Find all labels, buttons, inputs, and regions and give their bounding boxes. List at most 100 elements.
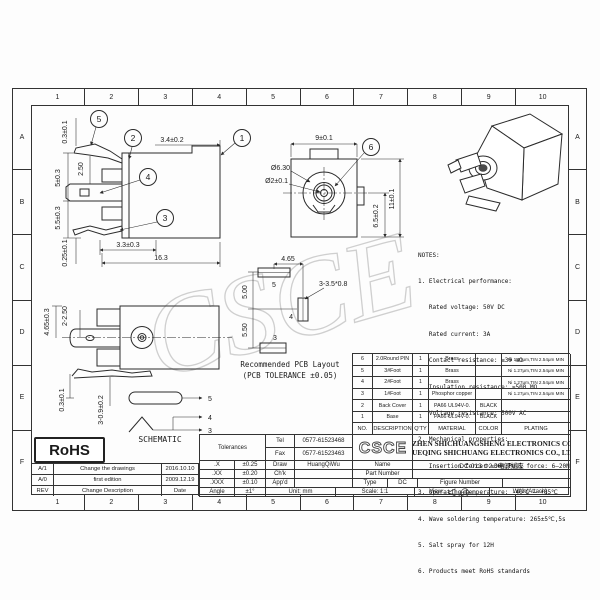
dim-side-flange: 0.3±0.1	[62, 120, 69, 143]
grid-col-label: 2	[83, 495, 138, 510]
pcb-dim-y1: 5.00	[242, 285, 249, 299]
pcb-layout-drawing: 4.65 5.00 5.50 3-3.5*0.8 5 4 3 Recommend…	[240, 256, 347, 380]
weight-label: Wt'1:(Attach)	[490, 488, 571, 497]
rohs-badge: RoHS	[34, 437, 105, 463]
part-number-value	[413, 470, 571, 479]
parts-cell: 2.0Round PIN	[373, 354, 413, 366]
parts-cell: 4	[353, 377, 373, 389]
parts-cell: 1	[413, 388, 429, 401]
svg-text:1: 1	[240, 133, 245, 143]
company-name: SHENZHEN SHICHUANGSHENG ELECTRONICS CO.,…	[413, 435, 571, 461]
schematic-title: SCHEMATIC	[138, 435, 182, 444]
grid-row-label: C	[569, 234, 586, 299]
angle-label: Angle	[200, 488, 235, 497]
tel-value: 0577-61523468	[295, 435, 353, 448]
dim-side-pin-offset: 2.50	[78, 162, 85, 176]
tol-x-value: ±0.25	[235, 461, 266, 470]
grid-col-label: 5	[245, 495, 300, 510]
dim-front-height: 11±0.1	[389, 188, 396, 209]
note-line: 2. Mechanical properties:	[418, 436, 509, 444]
parts-cell	[476, 388, 502, 401]
note-line: 4. Wave soldering temperature: 265±5℃,5s	[418, 515, 566, 523]
dim-side-bottom-offset: 0.25±0.1	[62, 239, 69, 266]
part-number-label: Part Number	[353, 470, 413, 479]
dim-front-center-height: 6.5±0.2	[373, 204, 380, 227]
parts-cell: 1#Foot	[373, 388, 413, 401]
note-line: Voltage resistance: 500V AC	[418, 409, 527, 417]
parts-cell: 1	[413, 365, 429, 378]
tel-label: Tel	[266, 435, 295, 448]
note-line: 1. Electrical performance:	[418, 277, 512, 285]
parts-cell: Phosphor copper	[429, 388, 476, 401]
note-line: NOTES:	[418, 251, 440, 259]
grid-col-label: 4	[191, 89, 246, 105]
grid-row-label: A	[575, 133, 580, 141]
parts-cell: Ni 1.27μm,TIN 2.54μm MIN	[502, 377, 571, 389]
unit-label: Unit: mm	[266, 488, 336, 497]
grid-strip-left: A B C D E F	[13, 105, 31, 495]
parts-cell: Ni 1.27μm,TIN 2.54μm MIN	[502, 365, 571, 378]
tol-xx-label: .XX	[200, 470, 235, 479]
svg-text:5: 5	[97, 114, 102, 124]
note-line: Insulation resistance: ≥500 MΩ	[418, 383, 538, 391]
approved-value	[295, 479, 353, 488]
grid-strip-right: A B C D E F	[569, 105, 586, 495]
revision-cell: Change the drawings	[54, 463, 162, 474]
grid-col-label: 10	[515, 89, 569, 105]
grid-row-label: D	[13, 299, 31, 365]
top-dim-pins: 2-2.50	[62, 306, 69, 326]
note-line: Rated voltage: 50V DC	[418, 304, 505, 312]
approved-label: App'd	[266, 479, 295, 488]
top-dim-feet: 3-0.9±0.2	[98, 395, 105, 425]
tol-x-label: .X	[200, 461, 235, 470]
view-label: View:	[429, 489, 444, 495]
tol-xxx-value: ±0.10	[235, 479, 266, 488]
schematic-pin3-label: 3	[208, 428, 212, 435]
dim-side-upper: 5±0.3	[55, 169, 62, 187]
angle-value: ±1°	[235, 488, 266, 497]
svg-text:6: 6	[369, 142, 374, 152]
notes-block: NOTES: 1. Electrical performance: Rated …	[418, 234, 570, 595]
company-logo: CSCE	[353, 435, 413, 461]
figure-number-value	[503, 479, 571, 488]
pcb-dim-y2: 5.50	[242, 323, 249, 337]
pcb-dim-holes: 3-3.5*0.8	[319, 281, 348, 288]
parts-cell: BLACK	[476, 400, 502, 412]
parts-cell	[502, 411, 571, 424]
revision-cell: first edition	[54, 474, 162, 485]
parts-cell: Brass	[429, 377, 476, 389]
revision-cell: A/0	[32, 474, 54, 485]
pcb-pad5-label: 5	[272, 282, 276, 289]
top-view-drawing: 4.65±0.3 2-2.50 0.3±0.1 3-0.9±0.2	[44, 305, 232, 425]
parts-table: 6 2.0Round PIN 1 Brass Ni 1.27μm,TIN 2.5…	[352, 353, 571, 435]
grid-col-label: 7	[353, 89, 407, 105]
fax-label: Fax	[266, 448, 295, 461]
grid-col-label: 3	[137, 495, 192, 510]
figure-number-label: Figure Number	[418, 479, 503, 488]
grid-row-label: B	[569, 169, 586, 234]
tolerances-title: Tolerances	[200, 435, 266, 461]
svg-text:2: 2	[131, 133, 136, 143]
top-dim-width: 4.65±0.3	[44, 308, 51, 335]
parts-cell: 1	[413, 400, 429, 412]
tol-xx-value: ±0.20	[235, 470, 266, 479]
company-line1: SHENZHEN SHICHUANGSHENG ELECTRONICS CO.,…	[413, 438, 570, 448]
grid-col-label: 2	[83, 89, 138, 105]
parts-cell: 2#Foot	[373, 377, 413, 389]
scale-label: Scale: 1:1	[336, 488, 415, 497]
parts-cell	[502, 400, 571, 412]
parts-cell	[476, 354, 502, 366]
grid-col-label: 10	[515, 495, 569, 510]
grid-col-label: 3	[137, 89, 192, 105]
pcb-pad4-label: 4	[289, 314, 293, 321]
grid-row-label: F	[13, 429, 31, 495]
note-line: 6. Products meet RoHS standards	[418, 568, 530, 576]
grid-row-label: C	[13, 234, 31, 299]
grid-row-label: E	[569, 364, 586, 430]
revision-cell: 2009.12.19	[162, 474, 199, 485]
grid-strip-bottom: 1 2 3 4 5 6 7 8 9 10	[31, 495, 569, 510]
grid-strip-top: 1 2 3 4 5 6 7 8 9 10	[31, 89, 569, 105]
balloon-5: 5	[90, 110, 108, 146]
parts-cell	[476, 365, 502, 378]
check-label: Ch'k	[266, 470, 295, 479]
